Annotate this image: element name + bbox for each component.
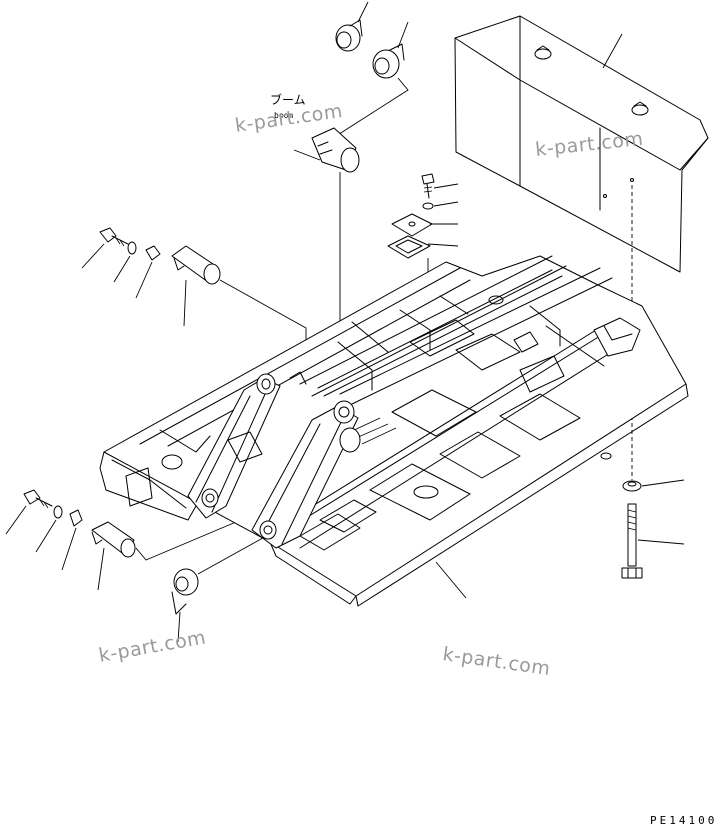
washer-left-lower[interactable]	[53, 505, 63, 519]
boom-bracket-left[interactable]	[187, 373, 281, 519]
revolving-frame[interactable]	[99, 255, 689, 607]
counterweight-bolt[interactable]	[621, 503, 643, 579]
boom-label-en: boom	[274, 111, 293, 120]
boom-foot[interactable]	[311, 127, 360, 173]
pin-left-lower-axis	[135, 521, 237, 561]
washer-left-upper[interactable]	[127, 241, 137, 255]
washer-center-leader	[433, 201, 459, 207]
counterweight-bolt-leader	[637, 539, 685, 545]
cover-plate-upper[interactable]	[391, 213, 433, 237]
watermark-4: k-part.com	[441, 643, 551, 680]
bushing-bottom[interactable]	[171, 568, 199, 615]
bolt-left-upper[interactable]	[99, 227, 129, 247]
bolt-left-upper-leader	[81, 243, 105, 269]
nut-left-lower[interactable]	[69, 509, 83, 527]
bolt-center-leader	[433, 183, 459, 189]
nut-left-upper[interactable]	[145, 245, 161, 261]
pin-left-upper[interactable]	[171, 245, 221, 285]
frame-leader	[435, 561, 467, 599]
washer-left-lower-leader	[35, 519, 57, 553]
boom-foot-leader	[293, 149, 321, 161]
nut-left-lower-leader	[61, 527, 77, 571]
bushing-bottom-axis	[197, 533, 271, 575]
counterweight-washer-leader	[641, 479, 685, 487]
watermark-3: k-part.com	[97, 626, 208, 666]
pin-left-lower-leader	[97, 547, 105, 591]
gasket-plate[interactable]	[387, 235, 431, 259]
bushing-top-right[interactable]	[372, 43, 405, 79]
washer-left-upper-leader	[113, 255, 131, 283]
counterweight-leader	[602, 33, 623, 69]
bushing-top-left-leader	[357, 1, 369, 23]
bushing-top-right-leader	[397, 21, 409, 49]
pin-left-upper-leader	[183, 279, 187, 327]
bolt-left-lower[interactable]	[23, 489, 53, 509]
washer-center[interactable]	[422, 202, 434, 210]
pin-left-lower[interactable]	[91, 521, 136, 558]
bolt-left-lower-leader	[5, 505, 27, 535]
bushing-top-left[interactable]	[335, 19, 363, 52]
bushing-bottom-leader	[177, 611, 181, 643]
drawing-code: PE14100	[650, 814, 717, 827]
nut-left-upper-leader	[135, 261, 153, 299]
gasket-plate-leader	[427, 243, 459, 247]
boom-label-jp: ブーム	[270, 92, 306, 107]
bushing-group-leader	[335, 77, 409, 137]
counterweight-washer[interactable]	[622, 480, 642, 492]
bolt-center[interactable]	[421, 173, 435, 199]
boom-bracket-right[interactable]	[251, 371, 361, 549]
counterweight[interactable]	[454, 15, 709, 273]
